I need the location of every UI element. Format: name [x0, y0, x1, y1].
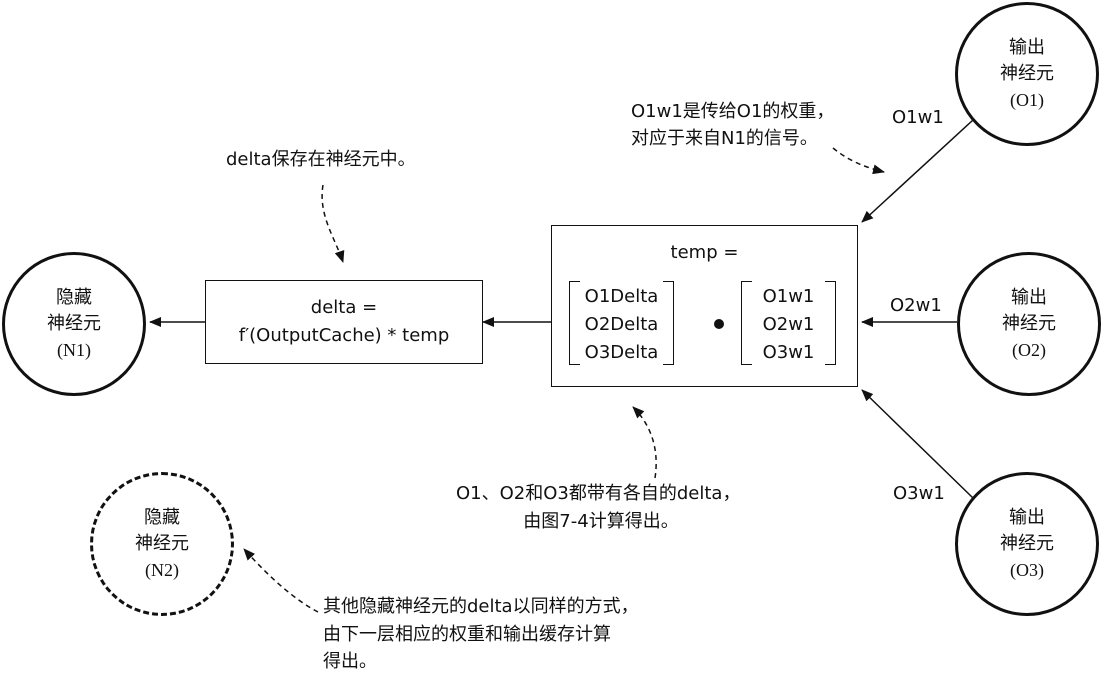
annotation-weight-note-line2: 对应于来自N1的信号。 [631, 128, 818, 149]
output-neuron-o2: 输出 神经元 (O2) [957, 252, 1101, 396]
annotation-deltas-note-line1: O1、O2和O3都带有各自的delta， [456, 483, 741, 504]
weight-matrix-row2: O2w1 [762, 314, 815, 335]
edge-label-o3w1: O3w1 [893, 483, 945, 504]
n1-line3: (N1) [57, 340, 91, 360]
delta-matrix-row1: O1Delta [584, 286, 659, 307]
delta-formula-box: delta = f′(OutputCache) * temp [205, 280, 483, 364]
o1-line1: 输出 [1009, 37, 1045, 58]
output-neuron-o3: 输出 神经元 (O3) [955, 472, 1099, 616]
annotation-other-note-line1: 其他隐藏神经元的delta以同样的方式， [323, 596, 639, 617]
o2-line3: (O2) [1012, 340, 1046, 360]
o1-line2: 神经元 [1000, 63, 1054, 84]
pointer-deltas-note [632, 406, 657, 479]
edge-label-o2w1: O2w1 [890, 295, 942, 316]
hidden-neuron-n1: 隐藏 神经元 (N1) [2, 252, 146, 396]
delta-formula-line1: delta = [310, 297, 378, 318]
n1-line2: 神经元 [47, 313, 101, 334]
weight-matrix-row3: O3w1 [762, 342, 815, 363]
o3-line3: (O3) [1010, 560, 1044, 580]
edge-label-o1w1: O1w1 [892, 107, 944, 128]
weight-matrix-row1: O1w1 [762, 286, 815, 307]
n2-line1: 隐藏 [144, 507, 180, 528]
annotation-deltas-note-line2: 由图7-4计算得出。 [523, 511, 679, 532]
temp-title: temp = [670, 242, 739, 263]
dot-product-symbol [714, 319, 724, 329]
temp-box: temp = O1Delta O2Delta O3Delta O1w1 O2w1… [551, 225, 858, 387]
pointer-delta-stored [321, 184, 345, 263]
pointer-weight-note [832, 147, 885, 175]
n2-line2: 神经元 [135, 533, 189, 554]
weight-matrix: O1w1 O2w1 O3w1 [741, 281, 836, 365]
o1-line3: (O1) [1010, 90, 1044, 110]
annotation-weight-note-line1: O1w1是传给O1的权重， [631, 101, 835, 122]
arrow-o1-to-temp [861, 119, 974, 223]
output-neuron-o1: 输出 神经元 (O1) [955, 2, 1099, 146]
delta-matrix: O1Delta O2Delta O3Delta [569, 281, 674, 365]
annotation-delta-stored: delta保存在神经元中。 [226, 149, 416, 170]
delta-formula-line2: f′(OutputCache) * temp [238, 325, 450, 346]
n2-line3: (N2) [145, 560, 179, 580]
hidden-neuron-n2: 隐藏 神经元 (N2) [90, 472, 234, 616]
n1-line1: 隐藏 [56, 287, 92, 308]
o2-line1: 输出 [1011, 287, 1047, 308]
o3-line2: 神经元 [1000, 533, 1054, 554]
delta-matrix-row3: O3Delta [584, 342, 659, 363]
delta-matrix-row2: O2Delta [584, 314, 659, 335]
o2-line2: 神经元 [1002, 313, 1056, 334]
annotation-other-note-line3: 得出。 [323, 651, 377, 672]
o3-line1: 输出 [1009, 507, 1045, 528]
pointer-other-note [243, 548, 319, 613]
arrow-o3-to-temp [861, 389, 974, 499]
annotation-other-note-line2: 由下一层相应的权重和输出缓存计算 [323, 624, 611, 645]
